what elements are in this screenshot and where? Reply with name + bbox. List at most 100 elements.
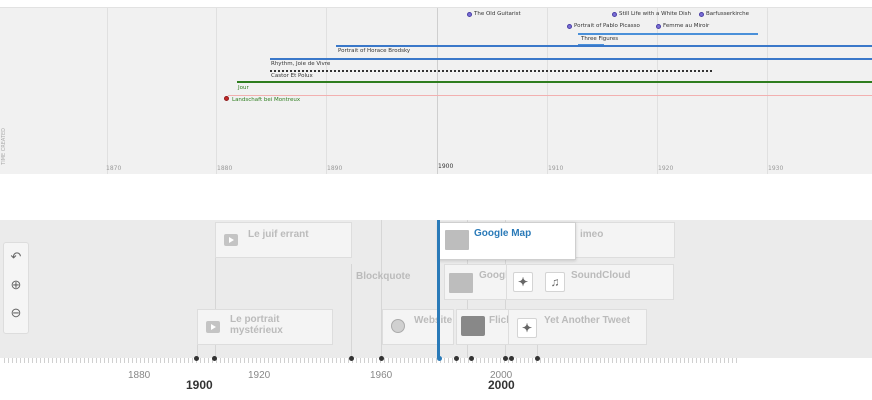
ruler-tick — [560, 358, 561, 363]
ruler-tick — [200, 358, 201, 363]
event-marker[interactable] — [699, 12, 704, 17]
ruler-tick — [556, 358, 557, 363]
event-bar[interactable] — [578, 33, 758, 35]
era-dot[interactable] — [469, 356, 474, 361]
ruler-tick — [208, 358, 209, 363]
card-soundcloud[interactable]: ✦ ♫ SoundCloud — [506, 264, 674, 300]
event-horace-brodsky[interactable]: Portrait of Horace Brodsky — [338, 48, 411, 54]
ruler-tick — [712, 358, 713, 363]
youtube-icon — [206, 321, 220, 333]
ruler-tick — [20, 358, 21, 363]
ruler-tick — [132, 358, 133, 363]
event-castor-polux[interactable]: Castor Et Polux — [271, 73, 313, 79]
card-title: Google Map — [474, 228, 532, 239]
ruler-tick — [500, 358, 501, 363]
ruler-tick — [56, 358, 57, 363]
event-still-life[interactable]: Still Life with a White Dish — [619, 11, 692, 17]
event-bar[interactable] — [228, 95, 872, 96]
event-bar[interactable] — [578, 44, 604, 45]
card-blockquote[interactable]: Blockquote — [352, 264, 436, 300]
ruler-tick — [620, 358, 621, 363]
event-bar[interactable] — [270, 58, 872, 60]
era-dot[interactable] — [503, 356, 508, 361]
ruler-tick — [80, 358, 81, 363]
era-dot[interactable] — [212, 356, 217, 361]
ruler-tick — [36, 358, 37, 363]
card-le-juif-errant[interactable]: Le juif errant — [215, 222, 352, 258]
ruler-tick — [572, 358, 573, 363]
event-marker[interactable] — [612, 12, 617, 17]
zoom-out-icon[interactable]: ⊖ — [10, 305, 22, 320]
card-le-portrait-mysterieux[interactable]: Le portrait mystérieux — [197, 309, 333, 345]
ruler-tick — [492, 358, 493, 363]
card-title: Flick — [489, 315, 512, 326]
ruler-tick — [12, 358, 13, 363]
ruler-tick — [508, 358, 509, 363]
card-vimeo[interactable]: imeo — [560, 222, 675, 258]
gridline — [216, 8, 217, 174]
event-marker[interactable] — [467, 12, 472, 17]
ruler-tick — [256, 358, 257, 363]
event-bar[interactable] — [237, 81, 872, 83]
era-dot[interactable] — [349, 356, 354, 361]
ruler-tick — [308, 358, 309, 363]
timenav-marker[interactable] — [437, 220, 440, 362]
event-femme-miroir[interactable]: Femme au Miroir — [663, 23, 710, 29]
era-dot[interactable] — [454, 356, 459, 361]
card-flickr[interactable]: Flick — [456, 309, 514, 345]
photo-icon — [461, 316, 485, 336]
ruler-tick — [40, 358, 41, 363]
music-note-icon: ♫ — [545, 272, 565, 292]
youtube-icon — [224, 234, 238, 246]
ruler-tick — [168, 358, 169, 363]
ruler-tick — [224, 358, 225, 363]
zoom-in-icon[interactable]: ⊕ — [10, 277, 22, 292]
era-dot-selected[interactable] — [437, 356, 442, 361]
ruler-tick — [28, 358, 29, 363]
ruler-tick — [720, 358, 721, 363]
ruler-tick — [100, 358, 101, 363]
top-timeline: TIME CREATED 1870 1880 1890 1900 1910 19… — [0, 7, 872, 174]
ruler-tick — [332, 358, 333, 363]
event-landschaft[interactable]: Landschaft bei Montreux — [232, 97, 301, 103]
year-label: 1920 — [248, 370, 271, 381]
ruler-tick — [616, 358, 617, 363]
ruler-tick — [284, 358, 285, 363]
ruler-tick — [552, 358, 553, 363]
ruler-tick — [524, 358, 525, 363]
ruler-tick — [320, 358, 321, 363]
card-website[interactable]: Website — [382, 309, 454, 345]
card-yet-another-tweet[interactable]: ✦ Yet Another Tweet — [508, 309, 647, 345]
event-barfusserkirche[interactable]: Barfusserkirche — [706, 11, 749, 17]
era-dot[interactable] — [379, 356, 384, 361]
event-portrait-picasso[interactable]: Portrait of Pablo Picasso — [574, 23, 640, 29]
ruler-tick — [76, 358, 77, 363]
event-three-figures[interactable]: Three Figures — [581, 36, 619, 42]
back-icon[interactable]: ↶ — [10, 249, 22, 264]
card-google-map[interactable]: Google Map — [438, 222, 576, 260]
event-marker[interactable] — [567, 24, 572, 29]
ruler-tick — [16, 358, 17, 363]
ruler-tick — [364, 358, 365, 363]
ruler-tick — [628, 358, 629, 363]
event-marker[interactable] — [224, 96, 229, 101]
event-bar-dashed[interactable] — [270, 70, 714, 72]
gridline — [767, 8, 768, 174]
ruler-tick — [264, 358, 265, 363]
era-dot[interactable] — [535, 356, 540, 361]
ruler-tick — [496, 358, 497, 363]
timenav-ruler[interactable]: 1880 1900 1920 1960 2000 2000 — [0, 356, 872, 400]
ruler-tick — [688, 358, 689, 363]
ruler-tick — [192, 358, 193, 363]
ruler-tick — [148, 358, 149, 363]
card-title: Googl — [479, 270, 508, 281]
ruler-tick — [60, 358, 61, 363]
event-old-guitarist[interactable]: The Old Guitarist — [474, 11, 521, 17]
twitter-icon: ✦ — [517, 318, 537, 338]
event-marker[interactable] — [656, 24, 661, 29]
event-rhythm[interactable]: Rhythm, Joie de Vivre — [271, 61, 331, 67]
event-bar[interactable] — [336, 45, 872, 47]
era-dot[interactable] — [194, 356, 199, 361]
era-dot[interactable] — [509, 356, 514, 361]
event-jour[interactable]: Jour — [238, 85, 249, 91]
